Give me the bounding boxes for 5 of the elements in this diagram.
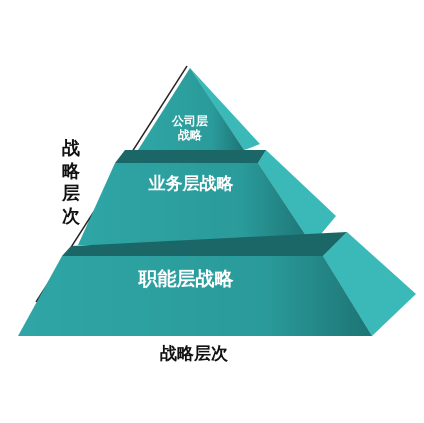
tier-label: 业务层战略	[148, 175, 234, 195]
tier-label: 公司层战略	[170, 115, 209, 143]
tier-label: 职能层战略	[137, 269, 234, 291]
vertical-axis-label: 战略层次	[62, 138, 80, 228]
axis-label: 战略层次	[160, 343, 228, 365]
